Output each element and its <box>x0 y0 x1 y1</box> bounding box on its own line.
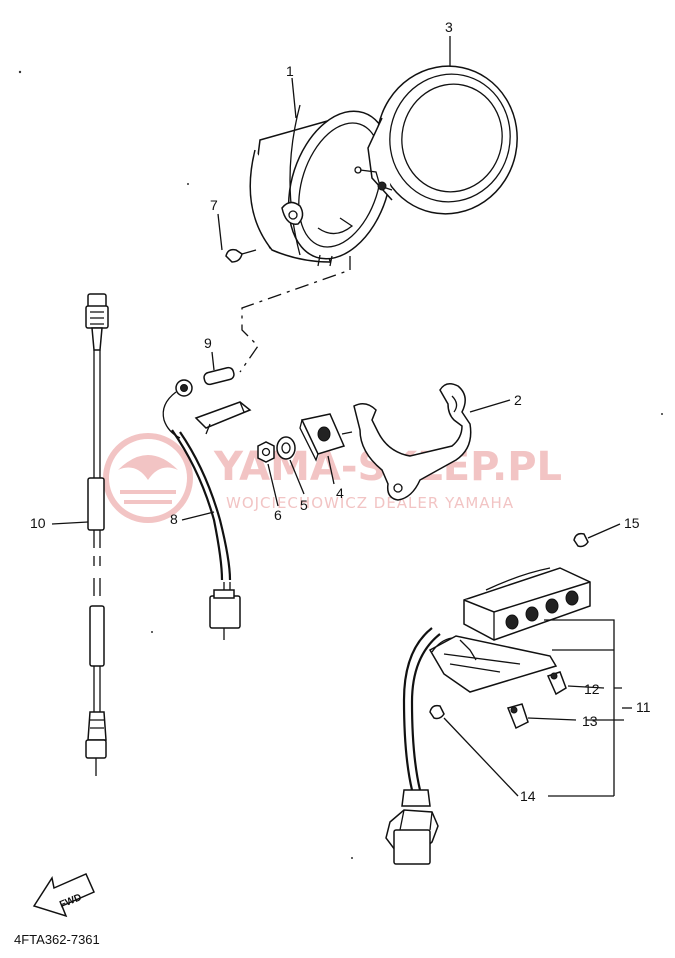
callout-12: 12 <box>584 681 600 697</box>
bulb-part-9[interactable] <box>203 366 235 386</box>
watermark-logo <box>103 433 193 523</box>
wire-route-dashed <box>239 256 351 373</box>
watermark-subtitle: WOJCIECHOWICZ DEALER YAMAHA <box>226 494 514 512</box>
speedometer-cable-part-10[interactable] <box>85 293 109 776</box>
bulb-part-12[interactable] <box>546 671 567 696</box>
callout-10: 10 <box>30 515 46 531</box>
callout-15: 15 <box>624 515 640 531</box>
indicator-assembly-part-11[interactable] <box>428 567 591 693</box>
callout-9: 9 <box>204 335 212 351</box>
callout-1: 1 <box>286 63 294 79</box>
screw-part-15[interactable] <box>573 532 589 548</box>
screw-part-7[interactable] <box>225 248 257 263</box>
nut-part-6[interactable] <box>257 441 275 463</box>
fwd-arrow-icon: FWD <box>32 873 95 918</box>
screw-part-14[interactable] <box>429 704 445 720</box>
callout-numbers: 1 3 7 9 2 4 5 6 8 10 15 12 11 13 14 <box>30 19 651 804</box>
callout-5: 5 <box>300 497 308 513</box>
leader-lines <box>51 36 632 797</box>
callout-4: 4 <box>336 485 344 501</box>
callout-14: 14 <box>520 788 536 804</box>
bulb-part-13[interactable] <box>506 703 529 730</box>
indicator-harness[interactable] <box>385 627 441 865</box>
damper-part-4[interactable] <box>299 413 353 462</box>
scan-specks <box>18 70 663 859</box>
bracket-part-2[interactable] <box>353 383 472 501</box>
washer-part-5[interactable] <box>276 436 296 460</box>
callout-13: 13 <box>582 713 598 729</box>
callout-2: 2 <box>514 392 522 408</box>
callout-7: 7 <box>210 197 218 213</box>
callout-3: 3 <box>445 19 453 35</box>
lead-wire-part-8[interactable] <box>162 379 252 640</box>
diagram-code: 4FTA362-7361 <box>14 932 100 947</box>
callout-8: 8 <box>170 511 178 527</box>
callout-11: 11 <box>636 699 651 715</box>
meter-housing[interactable] <box>249 98 409 272</box>
callout-6: 6 <box>274 507 282 523</box>
meter-gauge[interactable] <box>354 53 531 227</box>
